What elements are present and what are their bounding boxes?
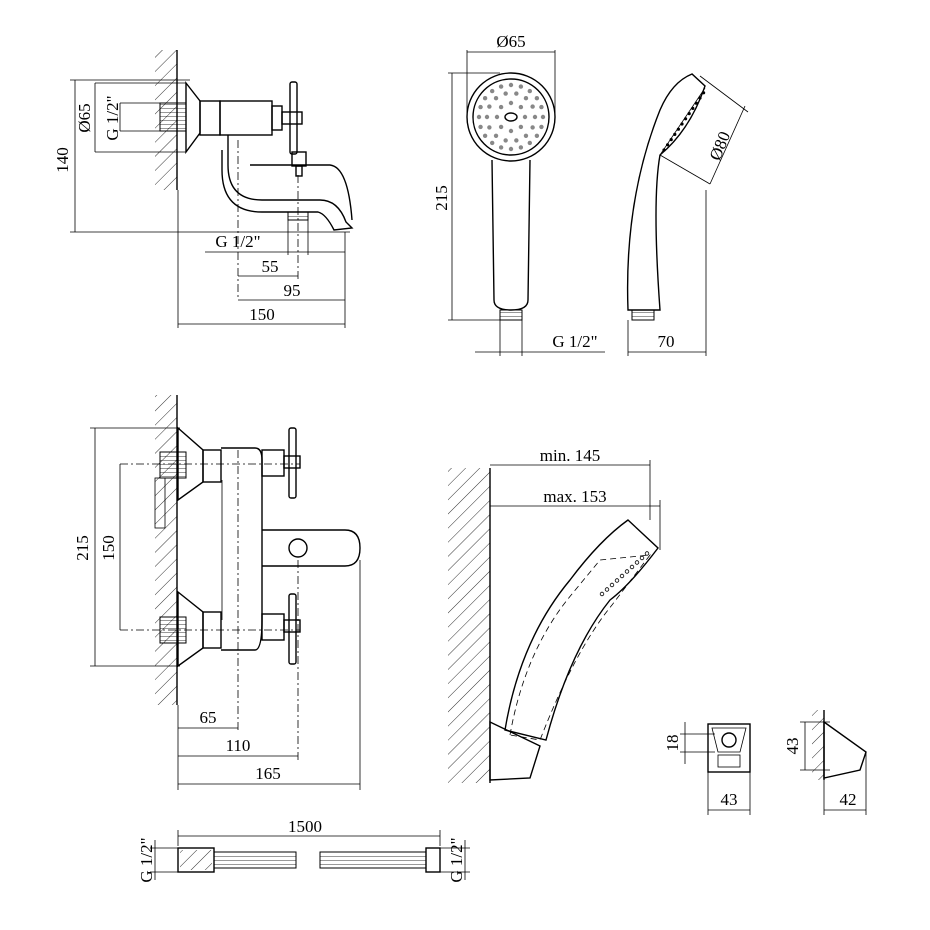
mount-nozzles: [599, 551, 650, 597]
side-nozzles: [662, 91, 706, 152]
wall-hatch-front: [155, 395, 177, 705]
dim-height-140: 140: [53, 147, 72, 173]
wall-hatch-mount: [448, 468, 490, 783]
dim-95: 95: [284, 281, 301, 300]
dim-center-distance: 150: [99, 535, 118, 561]
wall-hatch-holder: [812, 710, 824, 780]
dim-outlet-thread: G 1/2": [215, 232, 260, 251]
dim-front-110: 110: [226, 736, 251, 755]
holder-views: 18 43 43 42: [663, 710, 867, 815]
mixer-front-view: 215 150 65 110 165: [73, 395, 361, 790]
dim-front-165: 165: [255, 764, 281, 783]
dim-holder-42: 42: [840, 790, 857, 809]
mixer-side-view: 140 Ø65 G 1/2" G 1/2" 55 95 150: [53, 50, 354, 328]
dim-max-153: max. 153: [543, 487, 606, 506]
dim-front-height: 215: [73, 535, 92, 561]
dim-55: 55: [262, 257, 279, 276]
dim-side-width: 70: [658, 332, 675, 351]
dim-150: 150: [249, 305, 275, 324]
shower-head-front-view: Ø65 215 G 1/2": [432, 32, 605, 356]
dim-min-145: min. 145: [540, 446, 600, 465]
dim-flange-diameter: Ø65: [75, 103, 94, 132]
dim-inlet-thread: G 1/2": [103, 95, 122, 140]
dim-side-diameter: Ø80: [706, 129, 735, 163]
dim-head-diameter: Ø65: [496, 32, 525, 51]
dim-hose-thread-left: G 1/2": [137, 837, 156, 882]
hose: 1500 G 1/2" G 1/2": [137, 817, 470, 883]
dim-hose-length: 1500: [288, 817, 322, 836]
dim-head-length: 215: [432, 185, 451, 211]
shower-head-side-view: Ø80 70: [626, 73, 749, 356]
dim-front-65: 65: [200, 708, 217, 727]
dim-holder-43-h: 43: [721, 790, 738, 809]
dim-holder-18: 18: [663, 735, 682, 752]
dim-head-thread: G 1/2": [552, 332, 597, 351]
wall-mounted-shower: min. 145 max. 153: [448, 446, 661, 783]
dim-hose-thread-right: G 1/2": [447, 837, 466, 882]
spray-nozzles: [476, 82, 546, 152]
dim-holder-43-v: 43: [783, 738, 802, 755]
